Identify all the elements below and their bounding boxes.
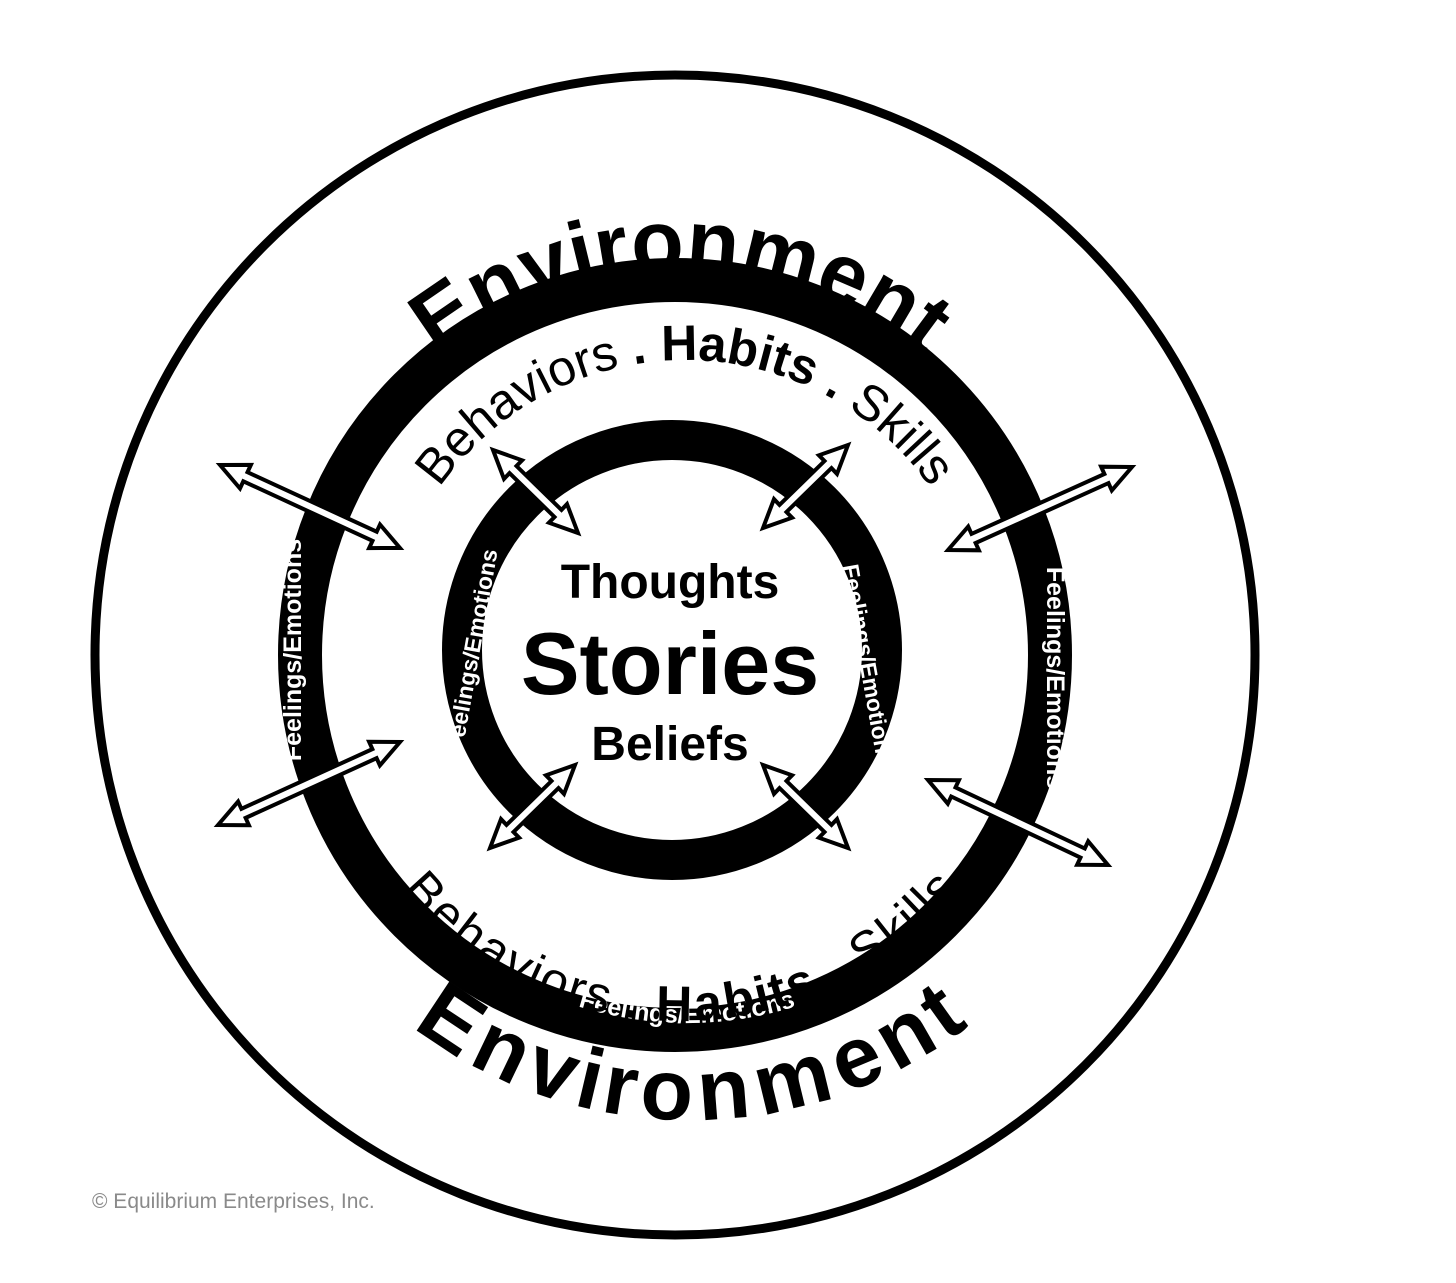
arrow-inner-upper-left (489, 446, 582, 537)
arrow-outer-upper-right (943, 464, 1137, 553)
inner-ring (442, 420, 902, 880)
arrow-outer-lower-left (213, 739, 405, 828)
arrow-inner-lower-right (759, 761, 852, 852)
arrow-inner-lower-left (486, 761, 579, 852)
center-beliefs: Beliefs (591, 718, 748, 771)
center-thoughts: Thoughts (561, 556, 780, 609)
ring-feelings-right: Feelings/Emotions (1041, 567, 1069, 789)
ring-feelings-left: Feelings/Emotions (279, 539, 307, 761)
copyright-notice: © Equilibrium Enterprises, Inc. (92, 1190, 375, 1213)
arrows-group (213, 441, 1137, 868)
arrow-inner-upper-right (759, 441, 852, 532)
arrow-outer-lower-right (923, 777, 1113, 868)
center-stories: Stories (521, 614, 819, 713)
arrow-outer-upper-left (215, 462, 405, 551)
outer-circle (90, 70, 1260, 1240)
middle-ring (278, 258, 1072, 1052)
